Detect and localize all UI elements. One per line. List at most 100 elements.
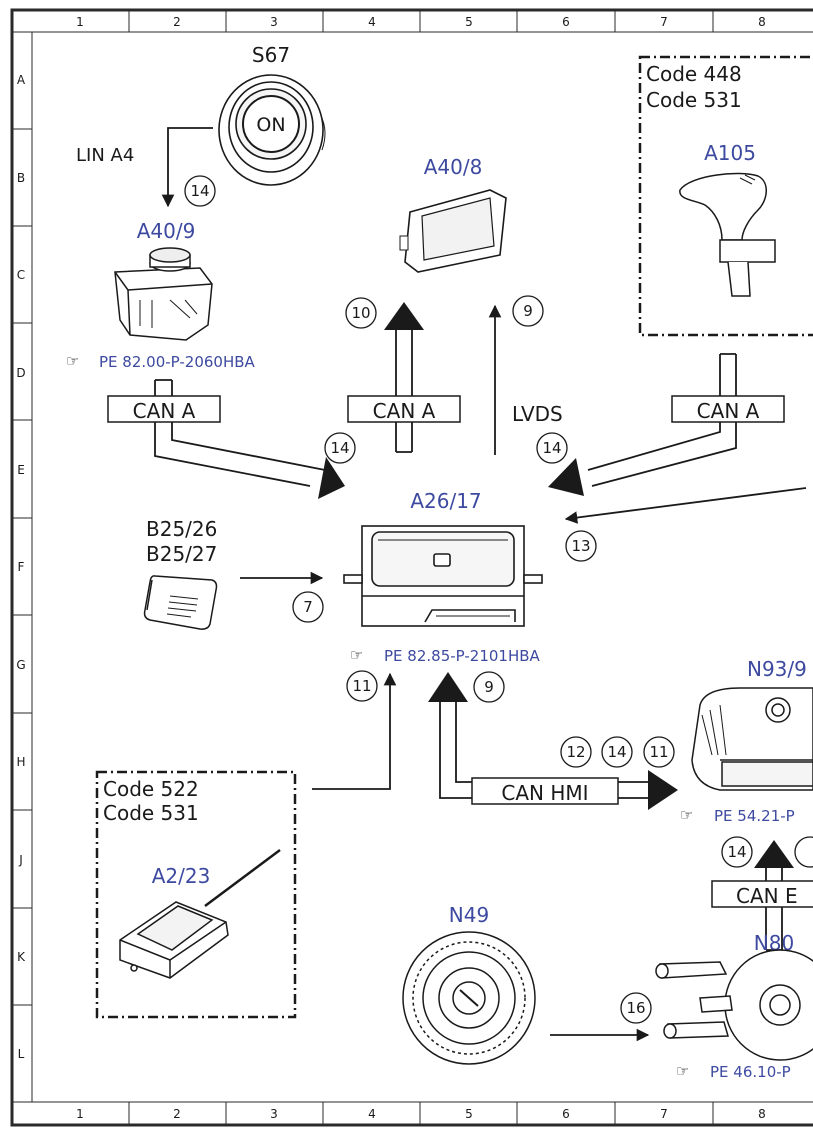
s67-on-text: ON (256, 114, 285, 136)
can-a-right-line (587, 353, 737, 487)
can-a-left: CAN A (107, 379, 345, 499)
row-label-c: C (17, 268, 25, 282)
pointing-hand-icon: ☞ (680, 806, 693, 824)
col-label-3-bottom: 3 (270, 1107, 278, 1121)
circle-14-lin-text: 14 (190, 182, 209, 200)
a2-23-code-1: Code 522 (103, 777, 199, 801)
circle-14-hmi (601, 736, 633, 768)
s67-switch-illustration (218, 74, 326, 186)
col-label-7-bottom: 7 (660, 1107, 668, 1121)
circle-9-mid (473, 671, 505, 703)
circle-9-mid-text: 9 (484, 678, 494, 696)
pointing-hand-icon: ☞ (350, 646, 363, 664)
b25-26-label: B25/26 (146, 517, 217, 541)
n93-9-ref-text: PE 54.21-P (714, 807, 795, 825)
can-hmi-label: CAN HMI (501, 781, 588, 805)
can-a-right: CAN A (548, 353, 785, 496)
can-a-middle-label: CAN A (373, 399, 436, 423)
row-label-j: J (18, 853, 23, 867)
row-label-f: F (18, 560, 25, 574)
col-label-5: 5 (465, 15, 473, 29)
a40-9-ref: ☞ PE 82.00-P-2060HBA (66, 352, 256, 371)
a26-17-ref-text: PE 82.85-P-2101HBA (384, 647, 541, 665)
row-ticks (12, 128, 32, 1006)
a40-8-illustration (399, 189, 507, 273)
row-label-d: D (16, 366, 25, 380)
circle-7 (292, 591, 324, 623)
lin-a4-line (161, 127, 213, 208)
circle-13-text: 13 (571, 537, 590, 555)
can-a-middle-arrowhead (384, 302, 424, 330)
circle-9-top (512, 295, 544, 327)
circle-14-lvds (536, 432, 568, 464)
pointing-hand-icon: ☞ (676, 1062, 689, 1080)
a105-code-1: Code 448 (646, 62, 742, 86)
col-label-5-bottom: 5 (465, 1107, 473, 1121)
col-label-1-bottom: 1 (76, 1107, 84, 1121)
circle-11-left-text: 11 (352, 677, 371, 695)
col-label-2: 2 (173, 15, 181, 29)
can-a-right-arrowhead (548, 458, 584, 496)
circle-7-text: 7 (303, 598, 313, 616)
can-hmi-arrowhead-up (428, 672, 468, 702)
col-label-2-bottom: 2 (173, 1107, 181, 1121)
circle-12-text: 12 (566, 743, 585, 761)
can-e-arrowhead (754, 840, 794, 868)
a40-9-label: A40/9 (137, 219, 196, 243)
circle-16 (620, 992, 652, 1024)
a40-9-illustration (114, 247, 213, 341)
s67-label: S67 (252, 43, 290, 67)
can-a-right-label: CAN A (697, 399, 760, 423)
col-label-6-bottom: 6 (562, 1107, 570, 1121)
n93-9-illustration (691, 687, 813, 791)
a105-label: A105 (704, 141, 756, 165)
circle-14-cane (721, 836, 753, 868)
can-a-left-arrowhead (318, 457, 345, 499)
circle-16-text: 16 (626, 999, 645, 1017)
circle-13 (565, 530, 597, 562)
n93-9-ref: ☞ PE 54.21-P (680, 806, 795, 825)
circle-14-hmi-text: 14 (607, 743, 626, 761)
row-label-b: B (17, 171, 25, 185)
pointing-hand-icon: ☞ (66, 352, 79, 370)
a40-8-label: A40/8 (424, 155, 483, 179)
col-label-8-bottom: 8 (758, 1107, 766, 1121)
circle-14-can-left-text: 14 (330, 439, 349, 457)
n93-9-label: N93/9 (747, 657, 807, 681)
can-hmi-arrowhead-right (648, 770, 678, 810)
col-label-4: 4 (368, 15, 376, 29)
circle-12 (560, 736, 592, 768)
n80-ref: ☞ PE 46.10-P (676, 1062, 791, 1081)
b25-27-label: B25/27 (146, 542, 217, 566)
code-box-a105 (638, 55, 813, 337)
col-label-4-bottom: 4 (368, 1107, 376, 1121)
a2-23-illustration (119, 848, 281, 979)
lvds-label: LVDS (512, 402, 563, 426)
circle-9-top-text: 9 (523, 302, 533, 320)
row-label-k: K (17, 950, 26, 964)
can-e-label: CAN E (736, 884, 798, 908)
can-a-middle-line (395, 330, 413, 453)
col-label-6: 6 (562, 15, 570, 29)
row-label-l: L (18, 1047, 25, 1061)
circle-11-hmi (643, 736, 675, 768)
a26-17-illustration (343, 525, 543, 627)
n80-illustration (655, 949, 813, 1061)
col-label-1: 1 (76, 15, 84, 29)
column-ticks (128, 10, 714, 1125)
circle-14-cane-text: 14 (727, 843, 746, 861)
a105-code-2: Code 531 (646, 88, 742, 112)
n49-illustration (402, 931, 536, 1065)
can-a-middle: CAN A (347, 302, 461, 453)
n49-label: N49 (449, 903, 489, 927)
code-box-a2-23 (95, 770, 297, 1019)
col-label-3: 3 (270, 15, 278, 29)
circle-14-lvds-text: 14 (542, 439, 561, 457)
n80-ref-text: PE 46.10-P (710, 1063, 791, 1081)
row-label-h: H (16, 755, 25, 769)
circle-14-can-left (324, 432, 356, 464)
circle-11-left (346, 670, 378, 702)
circle-14-lin (184, 175, 216, 207)
col-label-8: 8 (758, 15, 766, 29)
